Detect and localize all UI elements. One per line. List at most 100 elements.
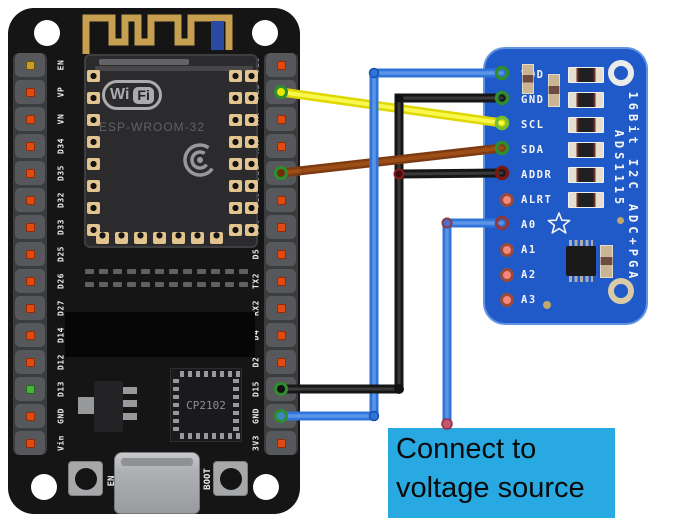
pin-pad[interactable]: [276, 141, 286, 151]
chip-pin: [180, 371, 184, 377]
pin-pad[interactable]: [25, 276, 35, 286]
pin-hole[interactable]: [500, 242, 514, 257]
ads1115-pin-row[interactable]: GND: [489, 87, 579, 112]
pin-pad[interactable]: [276, 60, 286, 70]
ads1115-pin-row[interactable]: VDD: [489, 62, 579, 87]
ads1115-board[interactable]: VDD GND SCL SDA: [483, 47, 648, 325]
ads1115-pin-row[interactable]: SCL: [489, 112, 579, 137]
pin-pad[interactable]: [276, 357, 286, 367]
voltage-source-note[interactable]: Connect to voltage source: [388, 428, 615, 518]
pin-cell[interactable]: [15, 161, 45, 185]
pin-cell[interactable]: [266, 242, 296, 266]
pin-cell[interactable]: [266, 269, 296, 293]
scl-wire[interactable]: [276, 87, 507, 128]
pin-cell[interactable]: [15, 431, 45, 455]
pin-cell[interactable]: [15, 188, 45, 212]
pin-pad[interactable]: [276, 438, 286, 448]
chip-pin: [188, 371, 192, 377]
chip-pin: [204, 433, 208, 439]
smd-resistor: [568, 117, 604, 133]
pin-cell[interactable]: [266, 350, 296, 374]
boot-button[interactable]: [213, 461, 248, 496]
pin-cell[interactable]: [266, 404, 296, 428]
ads1115-pin-row[interactable]: ALRT: [489, 187, 579, 212]
en-button-cap[interactable]: [74, 467, 97, 490]
pin-cell[interactable]: [15, 269, 45, 293]
ads1115-pin-row[interactable]: ADDR: [489, 162, 579, 187]
pin-cell[interactable]: [266, 323, 296, 347]
pin-pad[interactable]: [25, 249, 35, 259]
pin-cell[interactable]: [266, 215, 296, 239]
pin-cell[interactable]: [266, 134, 296, 158]
pin-cell[interactable]: [15, 323, 45, 347]
pin-pad[interactable]: [25, 60, 35, 70]
pin-pad[interactable]: [25, 357, 35, 367]
solder-pad: [183, 282, 192, 287]
pin-cell[interactable]: [266, 431, 296, 455]
pin-pad[interactable]: [25, 168, 35, 178]
pin-cell[interactable]: [15, 215, 45, 239]
boot-button-cap[interactable]: [219, 467, 242, 490]
pin-cell[interactable]: [15, 377, 45, 401]
pin-pad[interactable]: [276, 195, 286, 205]
espressif-swirl-logo: [183, 143, 214, 177]
en-button[interactable]: [68, 461, 103, 496]
pin-cell[interactable]: [15, 80, 45, 104]
pin-pad[interactable]: [276, 384, 286, 394]
pin-cell[interactable]: [15, 134, 45, 158]
pin-cell[interactable]: [266, 80, 296, 104]
wire-bendpoint[interactable]: [394, 93, 404, 103]
addr-junction[interactable]: [393, 168, 405, 180]
ads1115-pin-row[interactable]: A3: [489, 287, 579, 312]
wire-bendpoint[interactable]: [441, 217, 453, 229]
d15-junction[interactable]: [394, 384, 404, 394]
pin-pad[interactable]: [25, 384, 35, 394]
pin-cell[interactable]: [266, 296, 296, 320]
pin-pad[interactable]: [25, 438, 35, 448]
castellated-pad: [87, 114, 100, 126]
pin-pad[interactable]: [276, 330, 286, 340]
pin-pad[interactable]: [276, 87, 286, 97]
pin-hole[interactable]: [500, 292, 514, 307]
pin-cell[interactable]: [15, 350, 45, 374]
pin-pad[interactable]: [25, 330, 35, 340]
pin-cell[interactable]: [15, 242, 45, 266]
pin-pad[interactable]: [276, 222, 286, 232]
pin-pad[interactable]: [25, 87, 35, 97]
pin-cell[interactable]: [266, 188, 296, 212]
pin-cell[interactable]: [15, 107, 45, 131]
pin-cell[interactable]: [15, 53, 45, 77]
wire-bendpoint[interactable]: [368, 67, 380, 79]
pin-pad[interactable]: [25, 114, 35, 124]
pin-hole[interactable]: [500, 267, 514, 282]
pin-pad[interactable]: [276, 411, 286, 421]
pin-pad[interactable]: [276, 303, 286, 313]
castellated-pad: [87, 158, 100, 170]
wire-bendpoint[interactable]: [368, 410, 380, 422]
smd-resistor: [568, 167, 604, 183]
pin-cell[interactable]: [266, 161, 296, 185]
pin-pad[interactable]: [25, 195, 35, 205]
pin-cell[interactable]: [15, 404, 45, 428]
pin-cell[interactable]: [266, 53, 296, 77]
pin-cell[interactable]: [15, 296, 45, 320]
pin-pad[interactable]: [276, 276, 286, 286]
sda-wire[interactable]: [276, 143, 507, 178]
ads1115-pin-row[interactable]: SDA: [489, 137, 579, 162]
pin-pad[interactable]: [276, 114, 286, 124]
ads1115-pin-row[interactable]: A0: [489, 212, 579, 237]
castellated-pad: [245, 224, 258, 236]
pin-pad[interactable]: [25, 303, 35, 313]
pin-pad[interactable]: [276, 249, 286, 259]
pin-hole[interactable]: [500, 192, 514, 207]
pin-pad[interactable]: [25, 411, 35, 421]
pin-pad[interactable]: [276, 168, 286, 178]
pin-cell[interactable]: [266, 107, 296, 131]
pin-cell[interactable]: [266, 377, 296, 401]
mounting-hole: [608, 278, 634, 304]
pin-pad[interactable]: [25, 222, 35, 232]
vdd-wire[interactable]: [276, 68, 507, 421]
pin-pad[interactable]: [25, 141, 35, 151]
